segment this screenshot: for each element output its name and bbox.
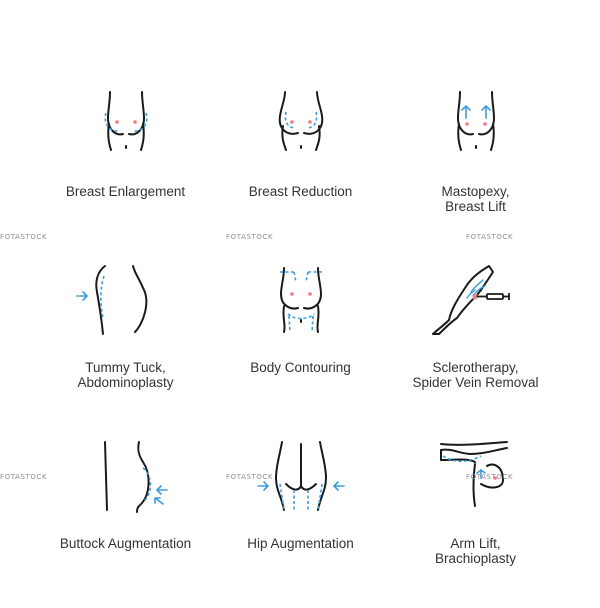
- leg-syringe-icon: [431, 265, 510, 335]
- watermark: FOTASTOCK: [226, 473, 274, 481]
- procedure-label: Buttock Augmentation: [38, 536, 213, 551]
- breast-lift-icon: [456, 91, 495, 151]
- label-line: Breast Lift: [445, 199, 506, 214]
- watermark: FOTASTOCK: [0, 473, 48, 481]
- breast-enlargement-icon: [103, 91, 148, 151]
- watermark: FOTASTOCK: [466, 233, 514, 241]
- procedure-hip-augmentation: Hip Augmentation: [213, 432, 388, 608]
- hips-icon: [256, 441, 345, 511]
- procedure-breast-reduction: Breast Reduction: [213, 80, 388, 256]
- procedure-tummy-tuck: Tummy Tuck, Abdominoplasty: [38, 256, 213, 432]
- label-line: Tummy Tuck,: [85, 360, 166, 375]
- procedure-label: Tummy Tuck, Abdominoplasty: [38, 360, 213, 390]
- watermark: FOTASTOCK: [466, 473, 514, 481]
- label-line: Sclerotherapy,: [432, 360, 519, 375]
- breast-reduction-icon: [278, 91, 323, 151]
- label-line: Brachioplasty: [434, 551, 517, 566]
- procedure-mastopexy: Mastopexy, Breast Lift: [388, 80, 563, 256]
- label-line: Hip Augmentation: [247, 536, 354, 551]
- procedure-label: Breast Enlargement: [38, 184, 213, 199]
- label-line: Arm Lift,: [450, 536, 501, 551]
- label-line: Body Contouring: [250, 360, 351, 375]
- watermark: FOTASTOCK: [0, 233, 48, 241]
- label-line: Spider Vein Removal: [412, 375, 539, 390]
- procedure-breast-enlargement: Breast Enlargement: [38, 80, 213, 256]
- procedure-buttock-augmentation: Buttock Augmentation: [38, 432, 213, 608]
- procedure-label: Sclerotherapy, Spider Vein Removal: [388, 360, 563, 390]
- label-line: Breast Reduction: [248, 184, 353, 199]
- watermark: FOTASTOCK: [226, 233, 274, 241]
- procedure-sclerotherapy: Sclerotherapy, Spider Vein Removal: [388, 256, 563, 432]
- label-line: Abdominoplasty: [77, 375, 174, 390]
- procedure-label: Arm Lift, Brachioplasty: [388, 536, 563, 566]
- procedure-label: Breast Reduction: [213, 184, 388, 199]
- body-contouring-icon: [279, 267, 322, 333]
- procedure-grid: Breast Enlargement Breast Reduction: [38, 80, 563, 575]
- procedure-arm-lift: Arm Lift, Brachioplasty: [388, 432, 563, 608]
- procedure-label: Body Contouring: [213, 360, 388, 375]
- procedure-label: Hip Augmentation: [213, 536, 388, 551]
- tummy-tuck-icon: [75, 265, 147, 335]
- label-line: Mastopexy,: [441, 184, 510, 199]
- procedure-label: Mastopexy, Breast Lift: [388, 184, 563, 214]
- arm-lift-icon: [439, 441, 508, 507]
- procedure-body-contouring: Body Contouring: [213, 256, 388, 432]
- label-line: Breast Enlargement: [65, 184, 186, 199]
- buttock-icon: [103, 441, 168, 513]
- label-line: Buttock Augmentation: [59, 536, 192, 551]
